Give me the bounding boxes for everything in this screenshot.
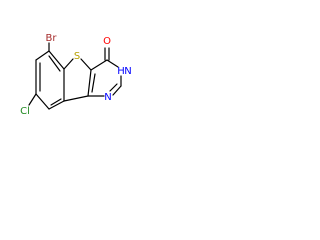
bond-c10-n1-inner (109, 83, 118, 92)
atom-chlorine: Cl (20, 106, 30, 117)
atom-oxygen: O (103, 36, 111, 47)
bond-c5-c6 (48, 50, 65, 70)
atom-hydrogen: H (117, 66, 125, 77)
bond-c3-c4-inner (50, 98, 62, 106)
bond-c8-c4 (63, 95, 89, 102)
bond-c10-n1 (112, 85, 122, 96)
bond-c7-c8 (87, 69, 92, 97)
atom-nitrogen: N (104, 92, 111, 103)
bond-c7-c9 (90, 59, 108, 71)
bond-c2-c3 (35, 93, 50, 110)
atom-bromine: Br (46, 33, 58, 44)
atom-nitrogen-nh: N (124, 66, 131, 77)
structure-canvas: Br Cl S O N H N (0, 0, 152, 152)
bond-c5-s (63, 58, 74, 70)
bond-c2-cl (28, 93, 37, 106)
bond-c7-c8-inner (91, 73, 96, 93)
atom-sulfur: S (74, 51, 80, 62)
bond-c5-c6-inner (48, 55, 61, 72)
bond-c6-c1 (35, 50, 50, 61)
molecule-structure: Br Cl S O N H N (20, 33, 132, 117)
bond-c9-n3 (106, 59, 119, 68)
bond-s-c7 (80, 58, 92, 71)
bond-c3-c4 (48, 100, 65, 110)
